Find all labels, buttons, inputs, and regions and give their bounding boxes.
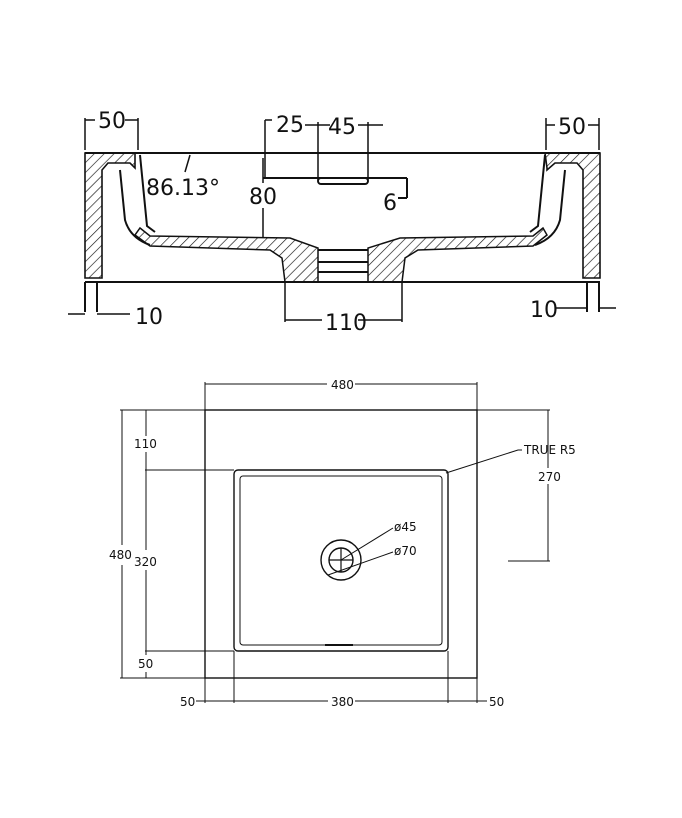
dim-overall-width: 480 <box>331 378 354 392</box>
plan-view: 480 480 110 320 50 270 TRUE R5 ø45 ø70 5… <box>109 378 576 709</box>
plan-outer-body <box>204 409 478 679</box>
dim-angle: 86.13° <box>146 176 220 201</box>
section-outline <box>84 152 600 312</box>
dim-bowl-depth: 320 <box>134 555 157 569</box>
dim-overflow-width: 45 <box>328 115 356 140</box>
dim-bowl-width: 380 <box>331 695 354 709</box>
dim-overall-depth: 480 <box>109 548 132 562</box>
plan-dimension-lines <box>120 382 550 703</box>
dim-back-offset: 110 <box>134 437 157 451</box>
dim-drain-inner: ø45 <box>394 520 417 534</box>
dim-side-right: 50 <box>489 695 504 709</box>
dim-drain-outer: ø70 <box>394 544 417 558</box>
dim-drain-offset: 270 <box>538 470 561 484</box>
dim-drain-width: 110 <box>325 311 367 336</box>
dim-rim-left: 50 <box>98 109 126 134</box>
section-dimension-lines <box>68 118 616 322</box>
dim-edge-right: 10 <box>530 298 558 323</box>
dim-depth: 80 <box>249 185 277 210</box>
section-view: 50 50 25 45 86.13° 80 6 10 10 110 <box>68 109 616 336</box>
dim-corner-radius: TRUE R5 <box>523 443 576 457</box>
dim-rim-right: 50 <box>558 115 586 140</box>
dim-front-offset: 50 <box>138 657 153 671</box>
dim-side-left: 50 <box>180 695 195 709</box>
plan-bowl-outer <box>233 469 449 652</box>
dim-overflow-offset: 25 <box>276 113 304 138</box>
dim-edge-left: 10 <box>135 305 163 330</box>
overflow-slot <box>263 177 408 199</box>
dim-overflow-height: 6 <box>383 191 397 216</box>
